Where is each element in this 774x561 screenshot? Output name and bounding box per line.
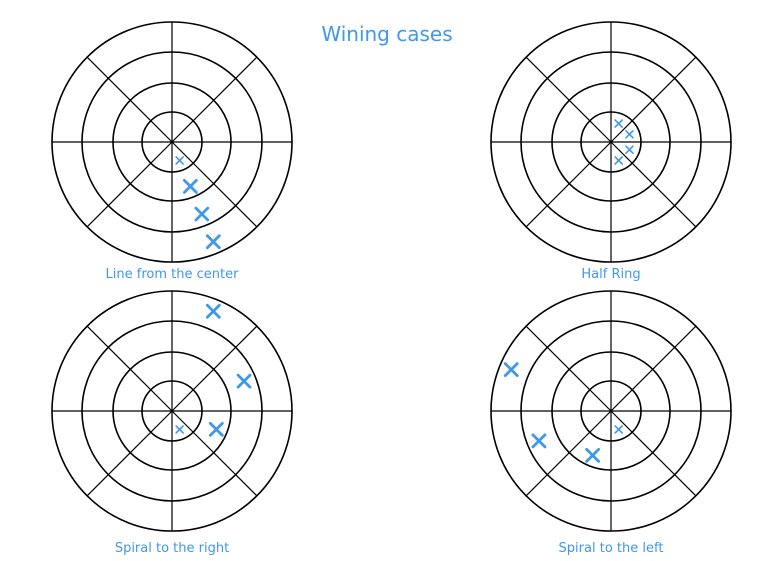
x-mark: [625, 145, 634, 154]
x-mark: [175, 425, 184, 434]
board-spoke: [171, 410, 258, 497]
diagram-caption: Half Ring: [581, 267, 640, 282]
target-board: [51, 290, 293, 532]
x-mark: [175, 156, 184, 165]
x-mark-stroke: [208, 421, 224, 437]
x-mark: [208, 421, 224, 437]
board-spoke: [171, 325, 258, 412]
x-mark: [585, 447, 601, 463]
x-mark-stroke: [614, 425, 623, 434]
x-mark-stroke: [585, 447, 601, 463]
x-mark: [614, 119, 623, 128]
board-spoke: [610, 325, 697, 412]
x-mark: [625, 130, 634, 139]
x-mark-stroke: [614, 156, 623, 165]
x-mark-stroke: [182, 178, 198, 194]
board-spoke: [171, 56, 258, 143]
x-mark-stroke: [194, 206, 210, 222]
x-mark: [205, 234, 221, 250]
board-spoke: [525, 325, 612, 412]
diagram-caption: Spiral to the left: [559, 541, 664, 556]
x-mark-stroke: [175, 156, 184, 165]
board-spoke: [86, 410, 173, 497]
diagram-caption: Spiral to the right: [115, 541, 229, 556]
x-mark: [236, 373, 252, 389]
board-spoke: [86, 56, 173, 143]
x-mark-stroke: [175, 425, 184, 434]
target-board: [490, 21, 732, 263]
x-mark-stroke: [503, 362, 519, 378]
x-mark-stroke: [625, 145, 634, 154]
x-mark: [503, 362, 519, 378]
x-mark-stroke: [531, 433, 547, 449]
page-title: Wining cases: [321, 22, 453, 46]
x-mark-stroke: [625, 130, 634, 139]
x-mark: [205, 303, 221, 319]
x-mark-stroke: [205, 234, 221, 250]
x-mark: [194, 206, 210, 222]
x-mark: [614, 156, 623, 165]
target-board: [51, 21, 293, 263]
board-spoke: [610, 56, 697, 143]
board-spoke: [525, 56, 612, 143]
x-mark: [182, 178, 198, 194]
board-spoke: [610, 141, 697, 228]
x-mark-stroke: [614, 119, 623, 128]
diagram-caption: Line from the center: [106, 267, 240, 282]
board-spoke: [525, 141, 612, 228]
board-spoke: [525, 410, 612, 497]
board-spoke: [171, 141, 258, 228]
target-board: [490, 290, 732, 532]
board-spoke: [86, 325, 173, 412]
board-spoke: [86, 141, 173, 228]
x-mark-stroke: [236, 373, 252, 389]
x-mark: [531, 433, 547, 449]
x-mark: [614, 425, 623, 434]
board-spoke: [610, 410, 697, 497]
x-mark-stroke: [205, 303, 221, 319]
